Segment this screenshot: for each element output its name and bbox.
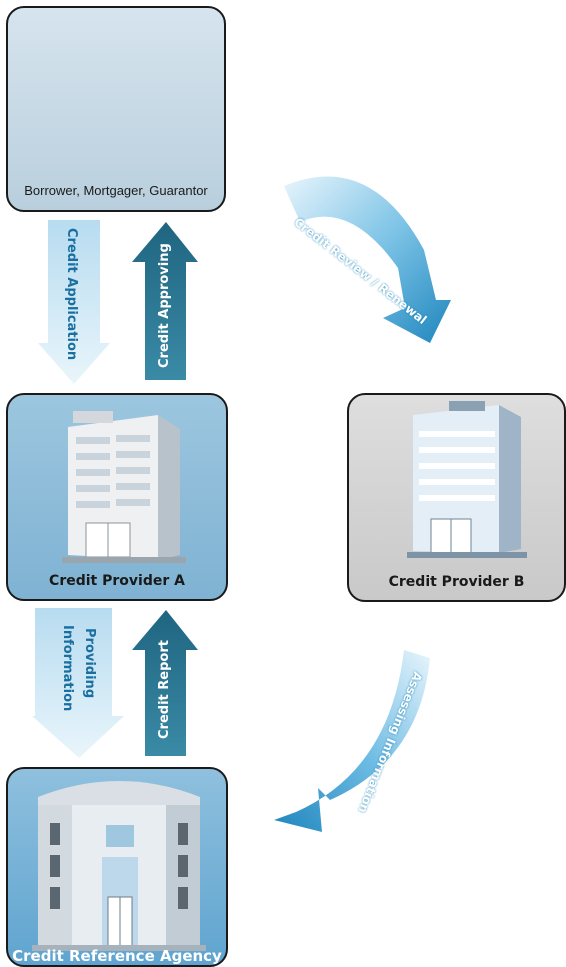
node-credit-reference-agency: Credit Reference Agency bbox=[6, 767, 228, 967]
arrow-credit-review bbox=[284, 176, 451, 343]
agency-building-icon bbox=[32, 781, 206, 951]
arrow-credit-application bbox=[38, 220, 110, 384]
edge-label-information: Information bbox=[60, 624, 75, 712]
node-borrower-label: Borrower, Mortgager, Guarantor bbox=[24, 183, 208, 198]
node-credit-reference-agency-label: Credit Reference Agency bbox=[12, 947, 222, 965]
arrow-credit-approving bbox=[132, 222, 198, 380]
edge-label-credit-approving: Credit Approving bbox=[157, 243, 172, 369]
arrow-credit-report bbox=[132, 610, 198, 756]
node-credit-provider-b: Credit Provider B bbox=[347, 393, 566, 602]
node-credit-provider-a: Credit Provider A bbox=[6, 393, 228, 601]
node-borrower: Borrower, Mortgager, Guarantor bbox=[6, 6, 226, 212]
office-building-icon bbox=[62, 411, 186, 563]
edge-label-providing: Providing bbox=[82, 627, 97, 699]
office-building-icon bbox=[407, 401, 527, 558]
arrow-providing-information bbox=[32, 608, 124, 758]
edge-label-credit-application: Credit Application bbox=[64, 228, 79, 361]
node-credit-provider-a-label: Credit Provider A bbox=[49, 573, 185, 589]
edge-label-credit-report: Credit Report bbox=[157, 640, 172, 740]
arrow-assessing-information bbox=[274, 650, 430, 832]
node-credit-provider-b-label: Credit Provider B bbox=[388, 574, 525, 590]
